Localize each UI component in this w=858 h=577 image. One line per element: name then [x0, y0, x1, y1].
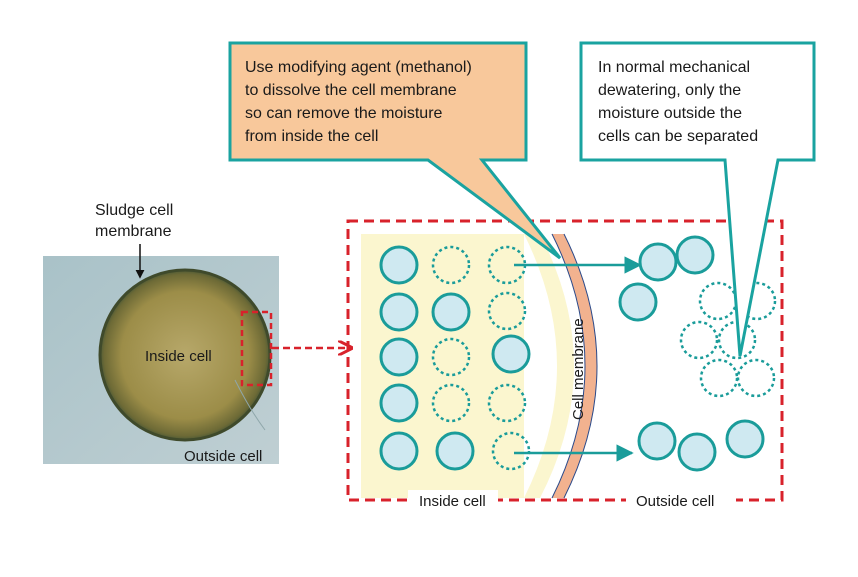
separated-droplet: [679, 320, 719, 360]
water-droplet: [431, 292, 471, 332]
callout-right-line3: moisture outside the: [598, 105, 742, 122]
outside-empty-droplets: [679, 281, 777, 398]
water-droplet: [379, 292, 419, 332]
diagram-outside-label: Outside cell: [636, 493, 714, 510]
inside-droplets: [379, 245, 531, 471]
water-droplet: [379, 383, 419, 423]
callout-right-line2: dewatering, only the: [598, 82, 741, 99]
callout-left-line2: to dissolve the cell membrane: [245, 82, 457, 99]
separated-droplet: [736, 358, 776, 398]
water-droplet: [491, 334, 531, 374]
inside-empty-droplets: [431, 245, 531, 471]
water-droplet: [675, 235, 715, 275]
water-droplet: [435, 431, 475, 471]
photo-inside-label: Inside cell: [145, 348, 212, 365]
photo-title-line1: Sludge cell: [95, 202, 173, 219]
removed-droplet: [487, 291, 527, 331]
callout-left-line1: Use modifying agent (methanol): [245, 59, 472, 76]
separated-droplet: [699, 358, 739, 398]
separated-droplet: [698, 281, 738, 321]
removed-droplet: [431, 245, 471, 285]
water-droplet: [638, 242, 678, 282]
water-droplet: [379, 431, 419, 471]
zoom-frame: [346, 219, 784, 502]
water-droplet: [677, 432, 717, 472]
water-droplet: [725, 419, 765, 459]
callout-left-line3: so can remove the moisture: [245, 105, 443, 122]
photo-title-line2: membrane: [95, 223, 172, 240]
callout-right-line4: cells can be separated: [598, 128, 758, 145]
photo-outside-label: Outside cell: [184, 448, 262, 465]
removed-droplet: [491, 431, 531, 471]
outside-droplets: [618, 235, 765, 472]
zoom-region-marker: [240, 310, 273, 387]
cell-membrane-band: [552, 234, 597, 498]
water-droplet: [379, 245, 419, 285]
water-droplet: [637, 421, 677, 461]
callout-left-line4: from inside the cell: [245, 128, 378, 145]
removed-droplet: [431, 383, 471, 423]
removed-droplet: [431, 337, 471, 377]
callout-methanol: Use modifying agent (methanol) to dissol…: [228, 41, 562, 260]
water-droplet: [618, 282, 658, 322]
callout-right-line1: In normal mechanical: [598, 59, 750, 76]
callout-mechanical: In normal mechanical dewatering, only th…: [579, 41, 816, 357]
cell-membrane-label: Cell membrane: [570, 318, 587, 420]
removed-droplet: [487, 383, 527, 423]
water-droplet: [379, 337, 419, 377]
diagram-inside-label: Inside cell: [419, 493, 486, 510]
sludge-photo: [43, 256, 279, 464]
